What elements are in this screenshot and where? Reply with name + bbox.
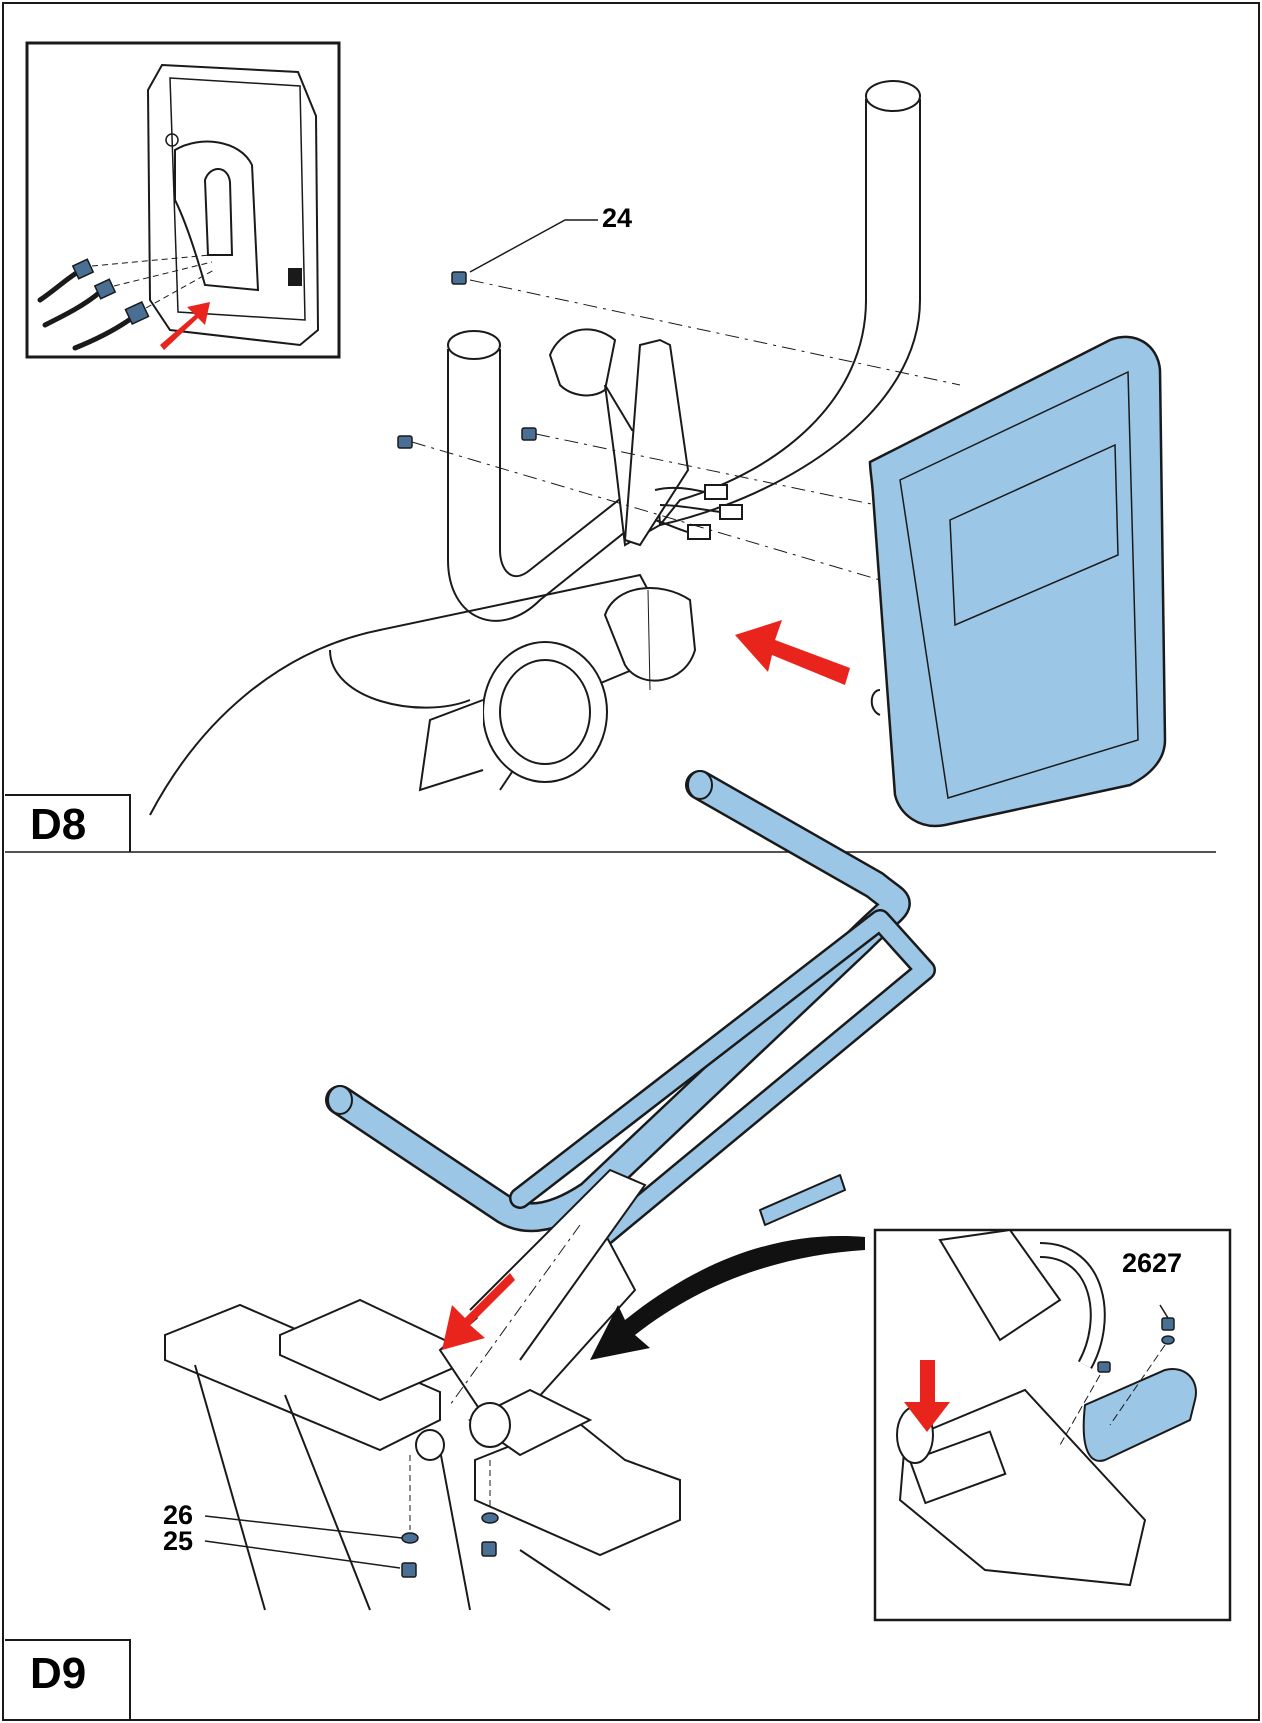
callout-25-leader [204,1540,401,1569]
callout-24-leader [469,219,598,273]
step-label-d9: D9 [30,1649,87,1698]
panel-d9 [5,770,1232,1720]
washer-icon [481,1512,499,1524]
detail-curved-arrow-icon [590,1236,865,1360]
d9-detail-inset [873,1228,1232,1622]
washer-icon [401,1532,419,1544]
callout-2627: 2627 [1122,1248,1183,1278]
screw-icon [1161,1317,1175,1331]
screw-icon [481,1541,497,1557]
step-tab-frame-d9 [5,1639,131,1720]
callout-25: 25 [163,1526,194,1556]
screw-icon [451,271,467,285]
screw-icon [521,427,537,441]
callout-24: 24 [602,203,633,233]
d8-insert-arrow-icon [735,620,850,685]
console-highlighted [868,335,1167,828]
d9-screws [401,1512,499,1578]
inset-insert-arrow-icon [160,302,210,350]
d8-bracket [418,328,743,792]
d8-inset [25,41,341,359]
d8-assembly-lines [411,279,961,581]
screw-icon [401,1562,417,1578]
handlebar-highlighted [325,770,936,1246]
step-label-d8: D8 [30,800,87,849]
detail-down-arrow-icon [904,1360,950,1432]
callout-2627-leader [1159,1304,1169,1319]
step-tab-frame [5,794,131,852]
d8-screws [397,271,537,449]
panel-d8 [5,41,1216,853]
d9-base-frame [164,1168,681,1611]
screw-icon [397,435,413,449]
screw-icon [1097,1361,1111,1373]
washer-icon [1161,1335,1175,1345]
callout-26-leader [204,1515,403,1539]
d9-insert-arrow-icon [442,1273,515,1350]
cover-highlighted [1082,1368,1197,1462]
callout-26: 26 [163,1500,194,1530]
